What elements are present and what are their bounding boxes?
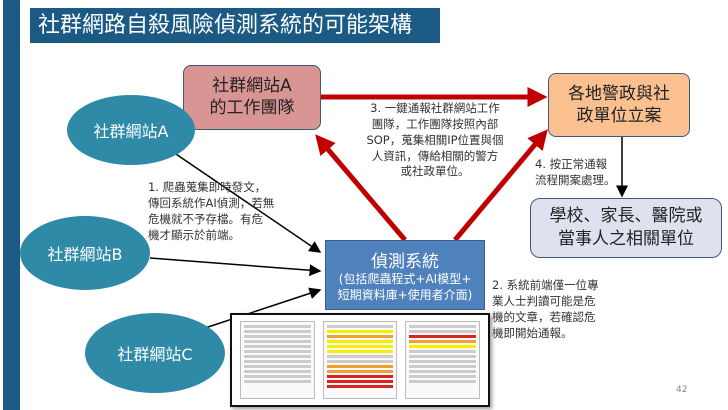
slide-title: 社群網路自殺風險偵測系統的可能架構 [30,8,440,43]
note-line: 團隊，工作團隊按照內部 [371,116,499,131]
arrow-site-c-to-system [204,287,322,329]
note-line: 機即開始通報。 [492,325,573,340]
police-line-2: 政單位立案 [576,106,662,126]
note-line: 機的文章，若確認危 [492,309,596,324]
team-line-2: 的工作團隊 [209,97,295,118]
screenshot-pane-details [405,321,481,399]
system-title: 偵測系統 [371,251,439,272]
note-line: 傳回系統作AI偵測，若無 [148,195,275,210]
team-line-1: 社群網站A [212,76,292,97]
step-2-note: 2. 系統前端僅一位專業人士判讀可能是危機的文章，若確認危機即開始通報。 [492,278,642,341]
police-line-1: 各地警政與社 [568,83,670,104]
screenshot-pane-posts [240,321,315,399]
note-line: 2. 系統前端僅一位專 [492,278,599,292]
system-sub-1: (包括爬蟲程式+AI模型+ [338,271,472,286]
school-line-1: 學校、家長、醫院或 [549,206,703,227]
arrow-system-to-team [315,134,407,242]
note-line: SOP，蒐集相關IP位置與個 [366,132,504,147]
site-b-label: 社群網站B [47,245,123,264]
note-line: 機才顯示於前端。 [148,227,240,242]
site-c-label: 社群網站C [117,345,193,364]
note-line: 流程開案處理。 [535,172,616,187]
arrow-system-to-police [453,129,548,242]
site-b-ellipse: 社群網站B [20,216,150,290]
site-a-ellipse: 社群網站A [67,95,195,165]
site-c-ellipse: 社群網站C [85,313,225,393]
school-line-2: 當事人之相關單位 [558,229,694,249]
site-a-label: 社群網站A [93,122,169,141]
note-line: 業人士判讀可能是危 [492,293,596,308]
note-line: 1. 爬蟲蒐集即時發文， [148,180,267,194]
page-number: 42 [676,385,688,395]
screenshot-pane-risk [322,321,398,399]
note-line: 或社政單位。 [400,164,470,179]
note-line: 4. 按正常通報 [535,157,608,171]
note-line: 人資訊，傳給相關的警方 [371,148,499,163]
step-4-note: 4. 按正常通報流程開案處理。 [535,157,635,189]
note-line: 危機就不予存檔。有危 [148,211,263,226]
system-ui-screenshot [230,313,490,407]
slide-accent-bar [3,0,20,410]
arrow-site-a-to-system [169,149,322,253]
system-sub-2: 短期資料庫+使用者介面) [337,287,473,302]
arrow-site-b-to-system [149,257,322,277]
detection-system-box: 偵測系統 (包括爬蟲程式+AI模型+ 短期資料庫+使用者介面) [325,240,485,310]
related-units-box: 學校、家長、醫院或當事人之相關單位 [530,198,722,258]
note-line: 3. 一鍵通報社群網站工作 [370,101,500,115]
police-social-unit-box: 各地警政與社政單位立案 [548,73,690,137]
step-1-note: 1. 爬蟲蒐集即時發文，傳回系統作AI偵測，若無危機就不予存檔。有危機才顯示於前… [148,180,303,243]
